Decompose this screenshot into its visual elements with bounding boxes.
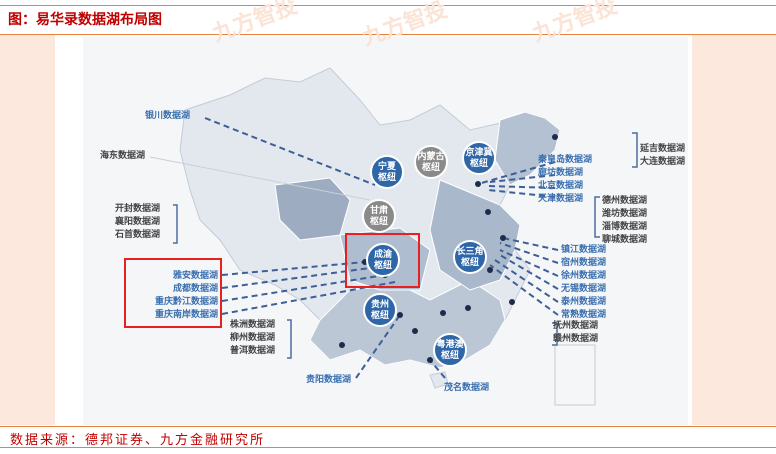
label-liuzhou: 柳州数据湖 [230, 333, 276, 343]
hub-name: 长三角枢纽 [456, 247, 484, 268]
label-zhenjiang: 镇江数据湖 [561, 245, 607, 255]
label-dezhou: 德州数据湖 [602, 196, 648, 206]
south-group: 株洲数据湖 柳州数据湖 普洱数据湖 [230, 319, 275, 358]
hub-name: 宁夏枢纽 [377, 162, 396, 183]
hub-name: 粤港澳枢纽 [436, 340, 464, 361]
label-langfang: 廊坊数据湖 [538, 168, 584, 178]
label-weifang: 潍坊数据湖 [602, 209, 648, 219]
label-yaan: 雅安数据湖 [172, 271, 218, 281]
label-xiangyang: 襄阳数据湖 [115, 217, 161, 227]
hub-neimenggu: 内蒙古枢纽 [414, 145, 448, 179]
left-margin [0, 35, 55, 425]
label-puer: 普洱数据湖 [230, 346, 276, 356]
ne-group: 延吉数据湖 大连数据湖 [640, 143, 685, 169]
figure-title: 图：易华录数据湖布局图 [8, 12, 162, 28]
hub-guizhou: 贵州枢纽 [363, 293, 397, 327]
hub-name: 甘肃枢纽 [369, 206, 388, 227]
label-wuxi: 无锡数据湖 [561, 284, 607, 294]
right-margin [692, 35, 776, 425]
label-nanan: 重庆南岸数据湖 [154, 310, 218, 320]
label-taizhou: 泰州数据湖 [561, 297, 607, 307]
hub-yuegangao: 粤港澳枢纽 [433, 333, 467, 367]
label-fuzhou: 抚州数据湖 [553, 321, 599, 331]
label-haidong: 海东数据湖 [100, 151, 146, 161]
hub-jingjinji: 京津冀枢纽 [462, 141, 496, 175]
north-group: 秦皇岛数据湖 廊坊数据湖 北京数据湖 天津数据湖 [538, 154, 592, 206]
footer-rule-top [0, 426, 776, 427]
hub-name: 贵州枢纽 [370, 300, 389, 321]
label-liaocheng: 聊城数据湖 [602, 235, 648, 245]
label-changshu: 常熟数据湖 [561, 310, 607, 320]
label-kaifeng: 开封数据湖 [115, 204, 161, 214]
title-rule [0, 34, 776, 35]
highlight-box-sichuan-chongqing [124, 258, 222, 328]
hub-name: 京津冀枢纽 [465, 148, 493, 169]
label-zhuzhou: 株洲数据湖 [230, 320, 276, 330]
hub-chengyu: 成渝枢纽 [366, 243, 400, 277]
label-xuzhou: 徐州数据湖 [561, 271, 607, 281]
hub-name: 内蒙古枢纽 [417, 152, 445, 173]
label-qinhuangdao: 秦皇岛数据湖 [538, 155, 593, 165]
label-maoming: 茂名数据湖 [444, 383, 490, 393]
label-suzhou: 宿州数据湖 [561, 258, 607, 268]
hub-changsanjiao: 长三角枢纽 [453, 240, 487, 274]
hub-ningxia: 宁夏枢纽 [370, 155, 404, 189]
label-chengdu: 成都数据湖 [172, 284, 218, 294]
label-guiyang: 贵阳数据湖 [306, 375, 352, 385]
label-beijing: 北京数据湖 [538, 181, 584, 191]
label-ganzhou: 赣州数据湖 [553, 334, 599, 344]
label-yinchuan: 银川数据湖 [145, 111, 191, 121]
highlight-group: 雅安数据湖 成都数据湖 重庆黔江数据湖 重庆南岸数据湖 [128, 270, 218, 322]
highlight-box-chengyu-hub [345, 233, 420, 288]
label-tianjin: 天津数据湖 [538, 194, 584, 204]
se-group: 抚州数据湖 赣州数据湖 [553, 320, 598, 346]
footer-rule-bottom [0, 447, 776, 448]
east-group: 镇江数据湖 宿州数据湖 徐州数据湖 无锡数据湖 泰州数据湖 常熟数据湖 [561, 244, 606, 322]
label-dalian: 大连数据湖 [640, 157, 686, 167]
hub-name: 成渝枢纽 [373, 250, 392, 271]
label-qianjiang: 重庆黔江数据湖 [154, 297, 218, 307]
label-shishou: 石首数据湖 [115, 230, 161, 240]
top-rule [0, 5, 776, 6]
shandong-group: 德州数据湖 潍坊数据湖 淄博数据湖 聊城数据湖 [602, 195, 647, 247]
label-zibo: 淄博数据湖 [602, 222, 648, 232]
left-group: 开封数据湖 襄阳数据湖 石首数据湖 [115, 203, 160, 242]
source-note: 数据来源：德邦证券、九方金融研究所 [10, 433, 266, 448]
hub-gansu: 甘肃枢纽 [362, 199, 396, 233]
label-yanji: 延吉数据湖 [640, 144, 686, 154]
